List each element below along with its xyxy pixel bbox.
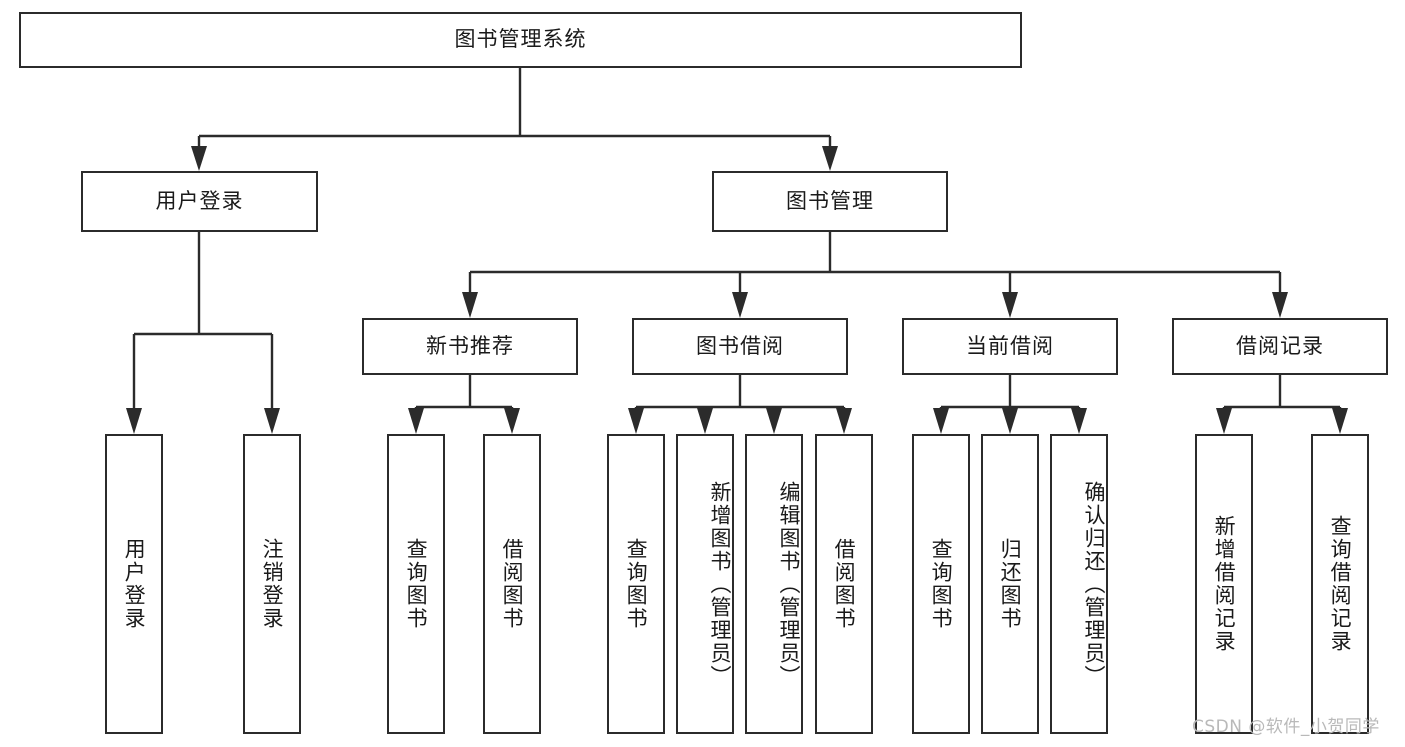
node-leaf-borrow-book-1[interactable]: 借阅图书 <box>483 434 541 734</box>
node-leaf-edit-book[interactable]: 编辑图书（管理员） <box>745 434 803 734</box>
node-book-management-label: 图书管理 <box>786 188 874 213</box>
node-leaf-add-record[interactable]: 新增借阅记录 <box>1195 434 1253 734</box>
node-leaf-borrow-book-2-label: 借阅图书 <box>832 538 857 630</box>
node-leaf-add-book[interactable]: 新增图书（管理员） <box>676 434 734 734</box>
node-book-borrow[interactable]: 图书借阅 <box>632 318 848 375</box>
node-current-borrow-label: 当前借阅 <box>966 333 1054 358</box>
node-leaf-query-book-2-label: 查询图书 <box>624 538 649 630</box>
node-new-book-recommend[interactable]: 新书推荐 <box>362 318 578 375</box>
node-borrow-record-label: 借阅记录 <box>1236 333 1324 358</box>
node-leaf-query-record-label: 查询借阅记录 <box>1328 515 1353 653</box>
node-leaf-query-book-1-label: 查询图书 <box>404 538 429 630</box>
node-leaf-logout[interactable]: 注销登录 <box>243 434 301 734</box>
node-leaf-return-book[interactable]: 归还图书 <box>981 434 1039 734</box>
node-root[interactable]: 图书管理系统 <box>19 12 1022 68</box>
node-leaf-add-record-label: 新增借阅记录 <box>1212 515 1237 653</box>
node-book-borrow-label: 图书借阅 <box>696 333 784 358</box>
node-leaf-user-login[interactable]: 用户登录 <box>105 434 163 734</box>
node-new-book-recommend-label: 新书推荐 <box>426 333 514 358</box>
node-leaf-edit-book-label: 编辑图书（管理员） <box>777 480 801 688</box>
node-leaf-return-book-label: 归还图书 <box>998 538 1023 630</box>
node-leaf-borrow-book-2[interactable]: 借阅图书 <box>815 434 873 734</box>
node-root-label: 图书管理系统 <box>454 27 587 52</box>
node-user-login-label: 用户登录 <box>155 188 244 213</box>
node-borrow-record[interactable]: 借阅记录 <box>1172 318 1388 375</box>
node-leaf-query-book-1[interactable]: 查询图书 <box>387 434 445 734</box>
node-leaf-query-book-3[interactable]: 查询图书 <box>912 434 970 734</box>
node-current-borrow[interactable]: 当前借阅 <box>902 318 1118 375</box>
node-leaf-query-book-2[interactable]: 查询图书 <box>607 434 665 734</box>
node-user-login[interactable]: 用户登录 <box>81 171 318 232</box>
node-leaf-user-login-label: 用户登录 <box>122 538 147 630</box>
node-leaf-borrow-book-1-label: 借阅图书 <box>500 538 525 630</box>
node-book-management[interactable]: 图书管理 <box>712 171 948 232</box>
node-leaf-logout-label: 注销登录 <box>260 538 285 630</box>
node-leaf-confirm-return-label: 确认归还（管理员） <box>1082 480 1106 688</box>
node-leaf-confirm-return[interactable]: 确认归还（管理员） <box>1050 434 1108 734</box>
node-leaf-query-book-3-label: 查询图书 <box>929 538 954 630</box>
node-leaf-add-book-label: 新增图书（管理员） <box>708 480 732 688</box>
node-leaf-query-record[interactable]: 查询借阅记录 <box>1311 434 1369 734</box>
